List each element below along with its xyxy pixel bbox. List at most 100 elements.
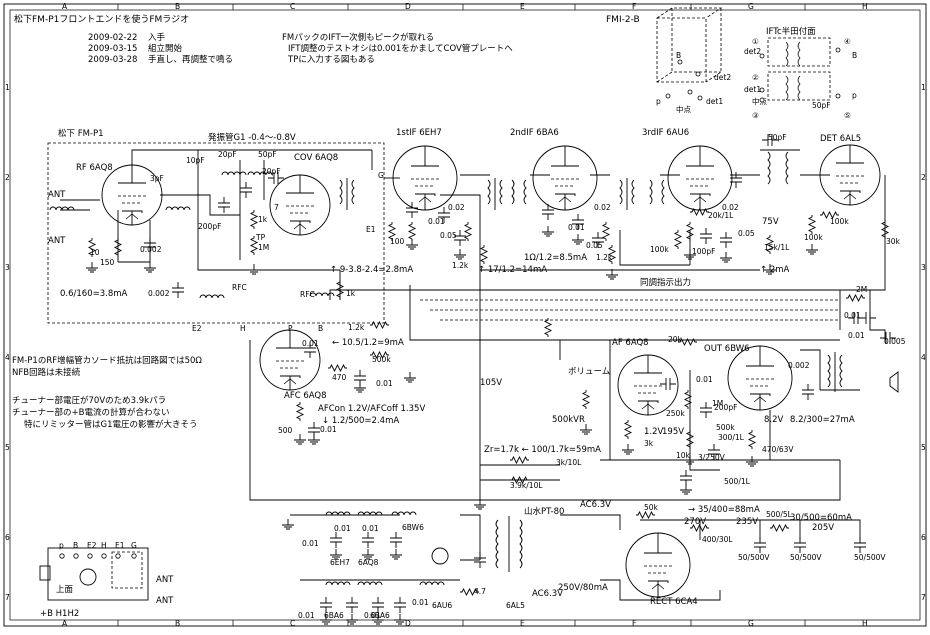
resistor — [370, 320, 389, 330]
resistor — [460, 587, 479, 597]
power-part-value: 0.01 — [412, 598, 429, 607]
frontend-part-value: 10pF — [186, 156, 205, 165]
note-left: チューナー部電圧が70Vのため3.9kパラ — [12, 395, 166, 406]
af-voltage: 1.2V — [644, 427, 664, 437]
heater-tube-label: 6BA6 — [370, 611, 390, 620]
frame-col-label: A — [62, 619, 68, 628]
coil — [357, 581, 383, 586]
coil — [309, 292, 335, 297]
out-voltage: 8.2V — [764, 415, 784, 425]
ground-icon — [542, 226, 554, 237]
frame-row-label: 4 — [921, 353, 926, 362]
resistor — [747, 430, 757, 449]
resistor — [880, 220, 890, 239]
resistor — [387, 222, 397, 241]
resistor — [807, 215, 817, 234]
audio-part-value: 0.01 — [848, 331, 865, 340]
audio-part-value: 20k — [668, 335, 683, 344]
coil — [325, 511, 351, 516]
rect-tube — [625, 532, 691, 598]
out-tube-label: OUT 6BW6 — [704, 344, 750, 354]
capacitor — [218, 197, 230, 213]
audio-part-value: 1M — [712, 399, 723, 408]
cov-current: ↑ 9-3.8-2.4=2.8mA — [330, 265, 413, 275]
resistor — [678, 337, 697, 347]
frame-row-label: 1 — [921, 83, 926, 92]
resistor — [249, 210, 259, 229]
volume-label: ボリューム — [568, 367, 610, 377]
ground-icon — [330, 549, 342, 560]
ift-label: det1 — [744, 85, 761, 94]
if3-current: ↑ 17/1.2=14mA — [478, 265, 547, 275]
resistor — [690, 523, 709, 533]
resistor — [581, 390, 591, 409]
af-195: 195V — [662, 427, 684, 437]
note-top: TPに入力する図もある — [287, 54, 375, 65]
note-left: 特にリミッター管はG1電圧の影響が大きそう — [24, 419, 198, 430]
frontend-part-value: 3pF — [150, 174, 164, 183]
resistor — [846, 293, 865, 303]
wiring — [60, 149, 886, 601]
frame-col-label: G — [748, 2, 754, 11]
capacitor — [390, 532, 402, 548]
if-part-value: 0.01 — [568, 223, 585, 232]
cube-label: det2 — [714, 73, 731, 82]
frame-col-label: D — [405, 2, 411, 11]
frontend-part-value: 1k — [258, 215, 268, 224]
heater-tube-label: 6AU6 — [432, 601, 452, 610]
ground-icon — [390, 549, 402, 560]
ground-icon — [308, 434, 320, 445]
ift-inset-title: IFTc半田付面 — [766, 26, 816, 37]
ift-label: ④ — [844, 37, 851, 46]
ground-icon — [248, 264, 260, 275]
frontend-part-value: 1M — [258, 243, 269, 252]
osc-label: 発振管G1 -0.4〜-0.8V — [208, 132, 296, 143]
connector-legend: +B H1H2 — [40, 609, 79, 619]
if1-label: 1stIF 6EH7 — [396, 128, 442, 138]
ac-label: AC6.3V — [580, 500, 611, 510]
frame-col-label: H — [862, 619, 868, 628]
if-part-value: 50pF — [768, 133, 787, 142]
ground-icon — [622, 444, 634, 455]
frontend-part-value: 500k — [372, 355, 391, 364]
resistor — [510, 455, 529, 465]
cube-inset: B det2 det1 中点 p — [656, 7, 731, 114]
cube-label: det1 — [706, 97, 723, 106]
capacitor — [240, 182, 252, 198]
ground-icon — [806, 244, 818, 255]
if-part-value: 0.05 — [586, 241, 603, 250]
connector-pin-label: G — [131, 541, 137, 550]
if2-current: 1Ω/1.2=8.5mA — [524, 253, 587, 263]
frontend-part-value: 500 — [278, 426, 293, 435]
resistor — [690, 207, 709, 217]
resistor — [335, 280, 345, 299]
frame-col-label: F — [632, 2, 636, 11]
frame-row-label: 7 — [921, 593, 926, 602]
if-part-value: 0.01 — [428, 217, 445, 226]
connector-ant: ANT — [156, 596, 174, 606]
capacitor — [542, 204, 554, 220]
ground-icon — [720, 252, 732, 263]
if-part-value: 100k — [650, 245, 669, 254]
power-part-value: 0.01 — [302, 539, 319, 548]
if-part-value: 0.02 — [722, 203, 739, 212]
if-part-value: 0.05 — [440, 231, 457, 240]
det-tube — [819, 144, 881, 206]
frontend-part-value: E2 — [192, 324, 202, 333]
frontend-part-value: 470 — [332, 373, 347, 382]
frame-row-label: 1 — [5, 83, 10, 92]
capacitor — [680, 470, 692, 486]
ift-label: 50pF — [812, 101, 831, 110]
capacitor — [700, 228, 712, 244]
ift-label: det2 — [744, 47, 761, 56]
frontend-box — [47, 142, 385, 324]
capacitor — [660, 378, 676, 390]
if-part-value: 0.02 — [448, 203, 465, 212]
frame-row-label: 5 — [5, 443, 10, 452]
audio-part-value: 10k — [676, 451, 691, 460]
frontend-part-value: 0.002 — [148, 289, 170, 298]
sheet-border — [3, 3, 927, 627]
log-date: 2009-02-22 — [88, 33, 137, 43]
connector-pin — [59, 553, 65, 559]
